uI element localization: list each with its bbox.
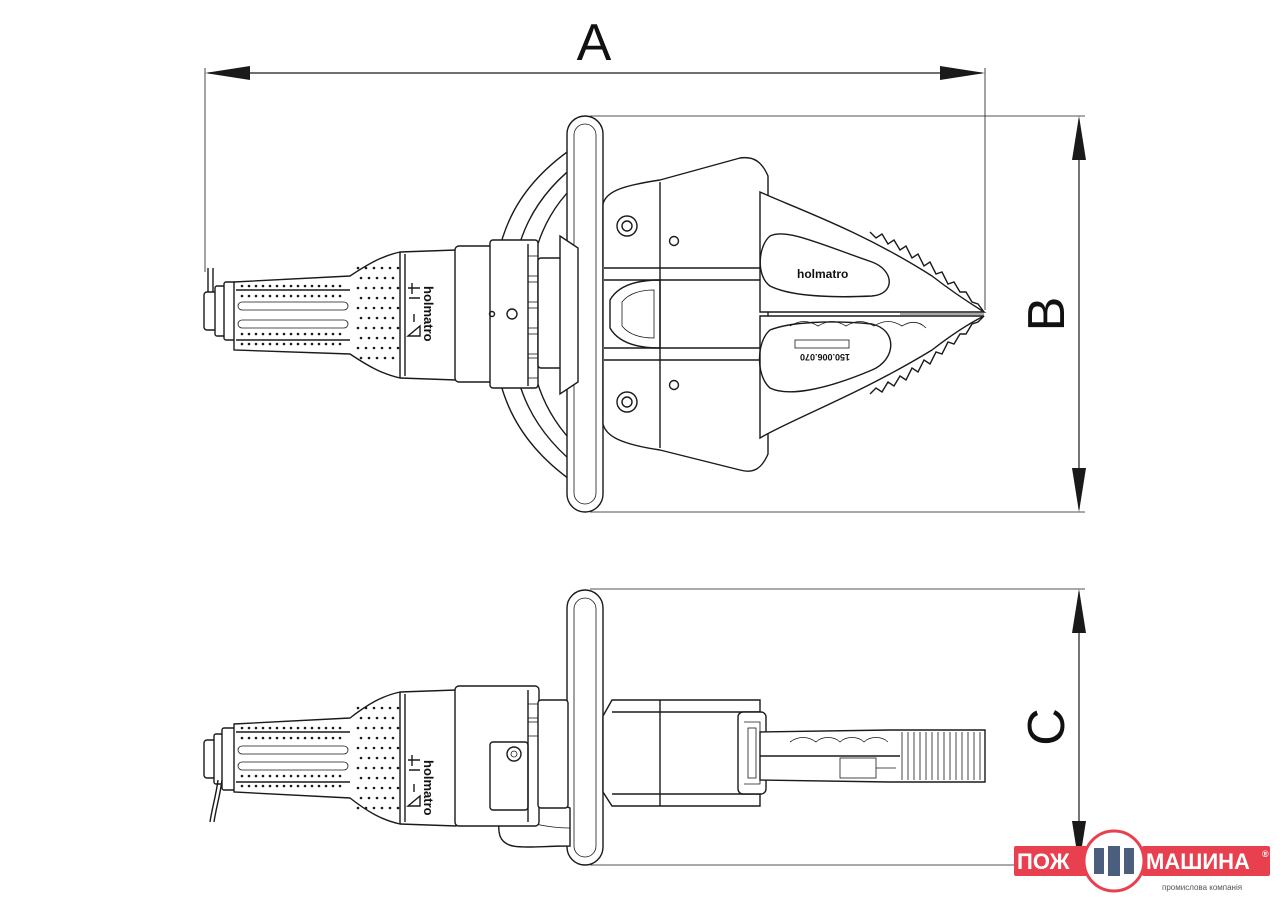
part-number-label: 150.006.070: [800, 352, 850, 362]
logo-subtitle: промислова компанія: [1162, 883, 1242, 892]
brand-label-handle-side: holmatro: [421, 760, 436, 816]
spreader-body-top: [602, 156, 769, 472]
logo-emblem-bar-right: [1124, 848, 1134, 874]
logo-right-plate: [1142, 846, 1270, 876]
logo-registered-mark: ®: [1262, 849, 1269, 859]
arm-serrations-side: [901, 732, 981, 780]
dimension-b: B: [590, 115, 1086, 513]
logo-emblem-bar-mid: [1108, 846, 1120, 876]
dimension-b-label: B: [1018, 297, 1076, 332]
dimension-c: C: [590, 588, 1086, 866]
coupler-top: [203, 268, 237, 341]
valve-housing-side: [454, 685, 569, 827]
grip-handle-side: holmatro: [233, 689, 457, 827]
brand-label-handle-top: holmatro: [421, 286, 436, 342]
coupler-side: [203, 727, 237, 823]
spreader-body-side: [602, 699, 767, 807]
spreader-arms-side: [759, 729, 986, 783]
dimension-a-label: A: [577, 14, 612, 72]
grip-handle-top: holmatro: [233, 249, 457, 381]
logo-left-text: ПОЖ: [1017, 849, 1070, 874]
grip-texture-top: [240, 266, 400, 360]
company-logo: ПОЖ МАШИНА ® промислова компанія: [1014, 829, 1270, 893]
spreader-arms-top: holmatro 150.006.070: [758, 190, 987, 440]
valve-housing-top: [454, 234, 579, 396]
logo-emblem-bar-left: [1094, 848, 1104, 874]
grip-texture-side: [240, 706, 400, 810]
logo-left-plate: [1014, 846, 1096, 876]
brand-label-arm-top: holmatro: [797, 267, 848, 281]
dimension-c-label: C: [1018, 708, 1076, 746]
top-view: holmatro: [203, 115, 987, 513]
side-view: holmatro: [203, 589, 986, 866]
dimension-a: A: [204, 14, 986, 310]
logo-right-text: МАШИНА: [1146, 849, 1250, 874]
